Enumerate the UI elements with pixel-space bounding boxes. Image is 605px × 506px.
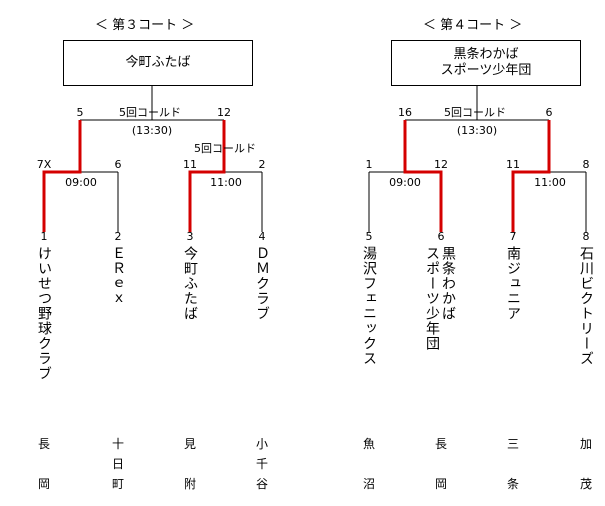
court4-winner-box: 黒条わかば スポーツ少年団	[391, 40, 581, 86]
court3-semi2-result: 5回コールド	[194, 142, 256, 155]
team-place: 魚沼	[362, 437, 375, 491]
team-number: 2	[114, 230, 122, 243]
team-name: けいせつ野球クラブ	[36, 246, 52, 381]
court4-final-left-score: 16	[398, 106, 412, 119]
court3-final-time: (13:30)	[131, 124, 173, 137]
court3-title: ＜ 第３コート ＞	[95, 18, 195, 33]
team-place: 長岡	[434, 437, 447, 491]
court4-semi1-left-score: 1	[365, 158, 373, 171]
court3-semi1-left-score: 7X	[36, 158, 52, 171]
team-name: 湯沢フェニックス	[361, 246, 377, 366]
court4-semi1-right-score: 12	[434, 158, 448, 171]
court4-winner-line2: スポーツ少年団	[440, 63, 532, 78]
team-place: 加茂	[579, 437, 592, 491]
team-place: 長岡	[37, 437, 50, 491]
team-number: 3	[186, 230, 194, 243]
team-name: ＤＭクラブ	[254, 246, 270, 321]
court4-final-right-score: 6	[545, 106, 553, 119]
court4-semi2-right-score: 8	[582, 158, 590, 171]
court4-semi1-time: 09:00	[389, 176, 421, 189]
court3-semi1-time: 09:00	[65, 176, 97, 189]
court3-semi2-left-score: 11	[183, 158, 197, 171]
court4-final-result: 5回コールド	[444, 106, 506, 119]
team-number: 7	[509, 230, 517, 243]
team-name: 黒条わかば スポーツ少年団	[424, 246, 456, 351]
court4-final-time: (13:30)	[456, 124, 498, 137]
court3-semi2-right-score: 2	[258, 158, 266, 171]
court3-winner-box: 今町ふたば	[63, 40, 253, 86]
court3-winner-lines	[42, 120, 226, 232]
court3-final-left-score: 5	[76, 106, 84, 119]
court4-title: ＜ 第４コート ＞	[423, 18, 523, 33]
team-number: 5	[365, 230, 373, 243]
court3-semi2-time: 11:00	[210, 176, 242, 189]
court4-winner-line1: 黒条わかば	[453, 47, 519, 62]
team-place: 小千谷	[255, 437, 268, 491]
team-number: 1	[40, 230, 48, 243]
court3-final-right-score: 12	[217, 106, 231, 119]
team-number: 8	[582, 230, 590, 243]
court4-semi2-time: 11:00	[534, 176, 566, 189]
court3-final-result: 5回コールド	[119, 106, 181, 119]
court4-semi2-left-score: 11	[506, 158, 520, 171]
court3-winner-name: 今町ふたば	[125, 55, 191, 70]
team-number: 6	[437, 230, 445, 243]
team-name: 今町ふたば	[182, 246, 198, 321]
team-name: 石川ビクトリーズ	[578, 246, 594, 366]
team-place: 見附	[183, 437, 196, 491]
team-number: 4	[258, 230, 266, 243]
team-name: 南ジュニア	[505, 246, 521, 321]
team-name: ＥＲｅｘ	[110, 246, 126, 306]
team-place: 三条	[506, 437, 519, 491]
team-place: 十日町	[111, 437, 124, 491]
court3-semi1-right-score: 6	[114, 158, 122, 171]
court4-winner-lines	[403, 120, 551, 232]
